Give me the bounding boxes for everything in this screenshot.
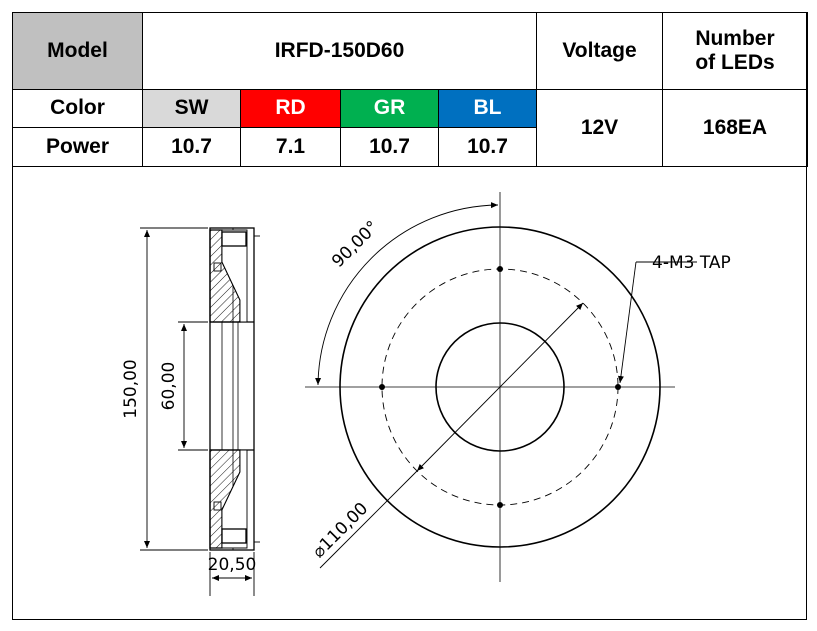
dim-thickness: 20,50 [208,555,257,575]
lower-notch [221,528,247,544]
side-body-outline [209,227,255,551]
side-view [209,227,260,551]
drawing-svg: 150,00 60,00 20,50 90,00° ⌀110,00 4-M3 T… [121,192,731,596]
pcd-leader [319,470,418,569]
color-row: Color SW RD GR BL 12V 168EA [12,89,808,167]
power-rd: 7.1 [240,127,341,167]
tap-leader-arrow [617,261,637,384]
upper-lens-profile [221,229,248,323]
model-header: Model [12,12,143,90]
side-dimensions [140,227,255,596]
voltage-value: 12V [536,89,663,167]
dim-pcd: ⌀110,00 [309,499,372,562]
power-row: Power 10.7 7.1 10.7 10.7 [12,127,808,167]
spec-table: Model IRFD-150D60 Voltage Number of LEDs… [12,12,808,167]
outer-circle [339,226,661,548]
power-bl: 10.7 [438,127,537,167]
leds-value: 168EA [662,89,808,167]
color-bl: BL [438,89,537,128]
color-rd: RD [240,89,341,128]
voltage-header: Voltage [536,12,663,90]
pcd-dim-line [416,302,584,472]
upper-tap-mark [213,262,222,272]
angle-dim-arc [315,202,499,386]
lower-lens-profile [221,449,248,549]
leds-header: Number of LEDs [662,12,808,90]
tap-label: 4-M3 TAP [652,253,731,273]
technical-drawing: 150,00 60,00 20,50 90,00° ⌀110,00 4-M3 T… [12,166,807,620]
tap-hole-bottom [497,502,503,508]
lower-tap-mark [213,501,222,511]
tap-hole-right [615,384,621,390]
dim-outer-diameter: 150,00 [121,359,141,418]
tap-hole-top [497,266,503,272]
upper-notch [221,231,247,247]
power-gr: 10.7 [340,127,439,167]
leds-header-line2: of LEDs [695,51,775,74]
color-gr: GR [340,89,439,128]
spec-header-row: Model IRFD-150D60 Voltage Number of LEDs [12,12,808,90]
tap-hole-left [379,384,385,390]
color-sw: SW [142,89,241,128]
dim-angle: 90,00° [328,217,383,272]
model-value: IRFD-150D60 [142,12,537,90]
power-sw: 10.7 [142,127,241,167]
color-label: Color [12,89,143,128]
dim-inner-diameter: 60,00 [159,362,179,411]
power-label: Power [12,127,143,167]
leds-header-line1: Number [695,26,775,50]
front-dimensions [315,202,697,569]
